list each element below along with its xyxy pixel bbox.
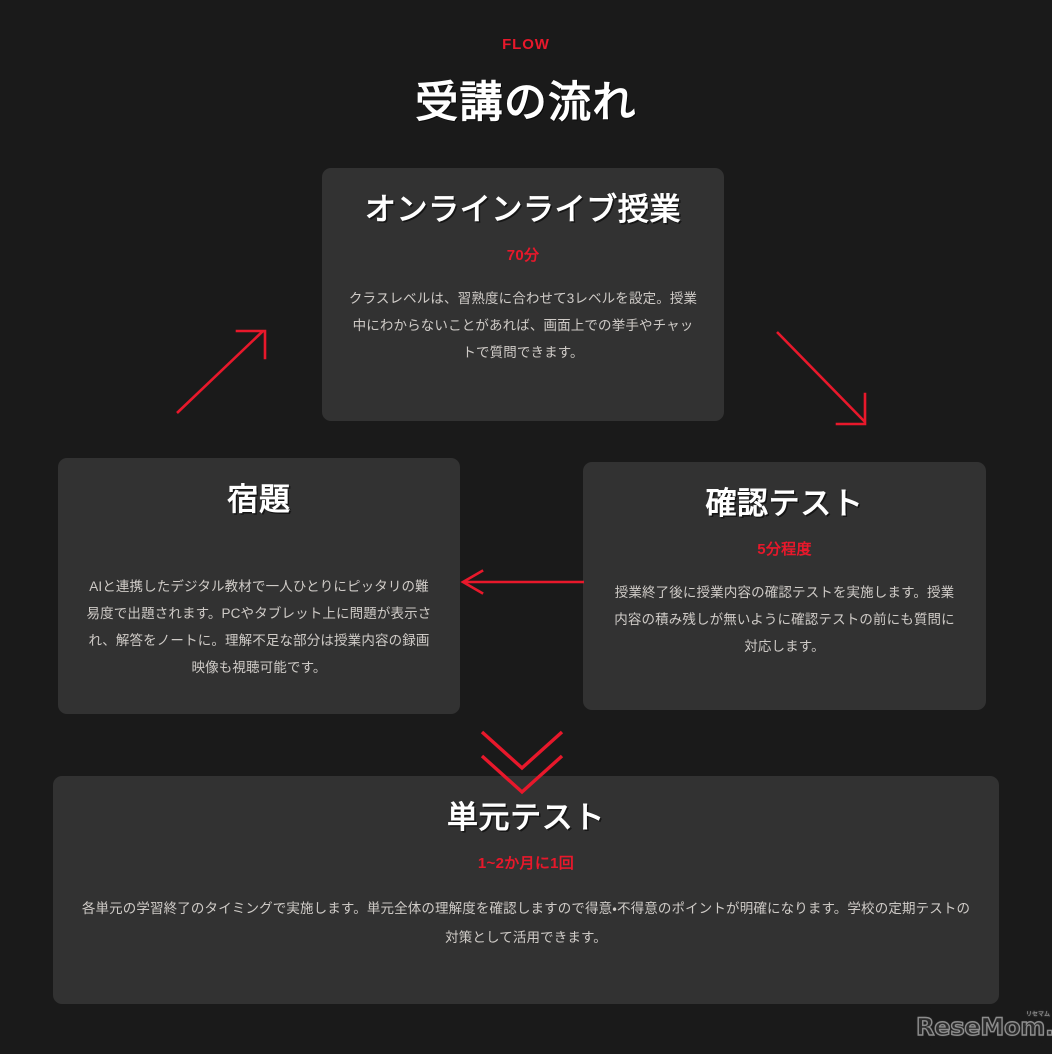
watermark-label: ReseMom. bbox=[915, 1012, 1052, 1041]
card-title: オンラインライブ授業 bbox=[364, 192, 682, 227]
arrow-up-right-icon bbox=[176, 329, 267, 414]
watermark-logo-text: ReseMom. リセマム bbox=[915, 1011, 1052, 1042]
card-duration: 5分程度 bbox=[757, 541, 812, 559]
watermark-superscript: リセマム bbox=[1025, 1011, 1050, 1018]
card-title: 確認テスト bbox=[705, 486, 864, 521]
card-description: クラスレベルは、習熟度に合わせて3レベルを設定。授業中にわからないことがあれば、… bbox=[348, 291, 698, 361]
card-description: AIと連携したデジタル教材で一人ひとりにピッタリの難易度で出題されます。PCやタ… bbox=[86, 579, 432, 676]
card-description: 授業終了後に授業内容の確認テストを実施します。授業内容の積み残しが無いように確認… bbox=[614, 585, 955, 655]
card-duration bbox=[84, 534, 434, 553]
card-duration: 1~2か月に1回 bbox=[477, 855, 575, 873]
flow-card-homework: 宿題 AIと連携したデジタル教材で一人ひとりにピッタリの難易度で出題されます。P… bbox=[58, 458, 460, 714]
card-description: 各単元の学習終了のタイミングで実施します。単元全体の理解度を確認しますので得意・… bbox=[81, 901, 971, 945]
arrow-left-icon bbox=[460, 569, 584, 595]
flow-card-check-test: 確認テスト 5分程度 授業終了後に授業内容の確認テストを実施します。授業内容の積… bbox=[583, 462, 986, 710]
flow-card-online-lesson: オンラインライブ授業 70分 クラスレベルは、習熟度に合わせて3レベルを設定。授… bbox=[322, 168, 724, 421]
double-chevron-down-icon bbox=[480, 730, 564, 795]
resemom-watermark: ReseMom. リセマム bbox=[915, 1008, 1052, 1046]
card-title: 宿題 bbox=[227, 482, 291, 517]
page-title: 受講の流れ bbox=[415, 79, 637, 127]
card-duration: 70分 bbox=[506, 247, 540, 265]
arrow-down-right-icon bbox=[776, 331, 867, 426]
flow-card-unit-test: 単元テスト 1~2か月に1回 各単元の学習終了のタイミングで実施します。単元全体… bbox=[53, 776, 999, 1004]
section-eyebrow: FLOW bbox=[502, 36, 550, 53]
card-title: 単元テスト bbox=[446, 800, 606, 835]
